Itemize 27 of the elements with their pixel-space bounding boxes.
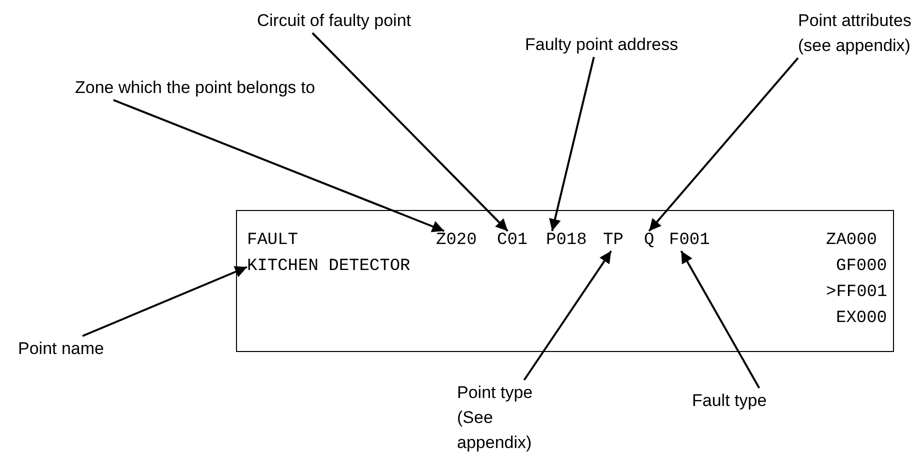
display-text: F001: [669, 231, 710, 251]
display-panel: [236, 210, 894, 352]
display-text: GF000: [836, 257, 888, 277]
leader-line: [648, 57, 799, 232]
display-text: >FF001: [826, 283, 888, 303]
leader-line: [113, 99, 445, 232]
callout-label: Circuit of faulty point: [257, 8, 412, 33]
display-text: C01: [497, 231, 528, 251]
callout-label: Zone which the point belongs to: [75, 75, 316, 100]
display-text: KITCHEN DETECTOR: [247, 257, 410, 277]
display-text: Q: [644, 231, 654, 251]
display-text: TP: [603, 231, 624, 251]
callout-label: Point type (See appendix): [457, 380, 569, 455]
leader-line: [549, 56, 595, 232]
display-text: Z020: [436, 231, 477, 251]
leader-line: [680, 250, 760, 388]
callout-label: Point name: [18, 336, 104, 361]
leader-line: [312, 32, 508, 232]
callout-label: Faulty point address: [525, 32, 678, 57]
display-text: P018: [546, 231, 587, 251]
leader-line: [82, 266, 248, 337]
display-text: ZA000: [826, 231, 878, 251]
display-text: FAULT: [247, 231, 298, 251]
leader-line: [523, 250, 612, 381]
display-text: EX000: [836, 309, 888, 329]
callout-label: Point attributes (see appendix): [798, 8, 921, 58]
callout-label: Fault type: [692, 388, 767, 413]
